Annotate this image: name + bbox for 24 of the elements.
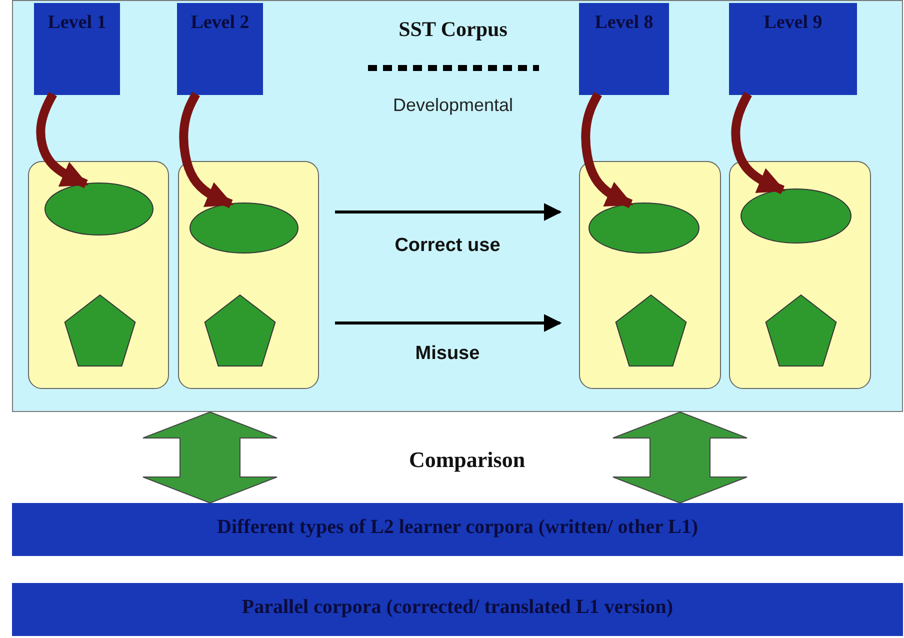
level-box: [177, 3, 263, 95]
group-box: [579, 161, 721, 389]
corpus-bar: [12, 503, 903, 556]
comparison-label: Comparison: [408, 447, 526, 473]
panel-subheading: Developmental: [392, 95, 514, 116]
ellipse-shape: [189, 202, 299, 254]
ellipse-shape: [588, 202, 700, 254]
level-box: [34, 3, 120, 95]
panel-heading: SST Corpus: [398, 17, 508, 42]
corpus-bar: [12, 583, 903, 636]
group-box: [178, 161, 319, 389]
ellipse-shape: [740, 188, 852, 244]
level-box: [579, 3, 669, 95]
bar-label: Parallel corpora (corrected/ translated L1 version): [240, 596, 674, 619]
group-box: [28, 161, 169, 389]
level-box: [729, 3, 857, 95]
level-label: Level 2: [190, 12, 250, 34]
bar-label: Different types of L2 learner corpora (written/ other L1): [216, 516, 699, 539]
ellipse-shape: [44, 182, 154, 236]
level-label: Level 8: [594, 12, 654, 34]
level-label: Level 1: [46, 12, 108, 34]
corpus-panel: [12, 0, 903, 412]
level-label: Level 9: [762, 12, 824, 34]
group-box: [729, 161, 871, 389]
